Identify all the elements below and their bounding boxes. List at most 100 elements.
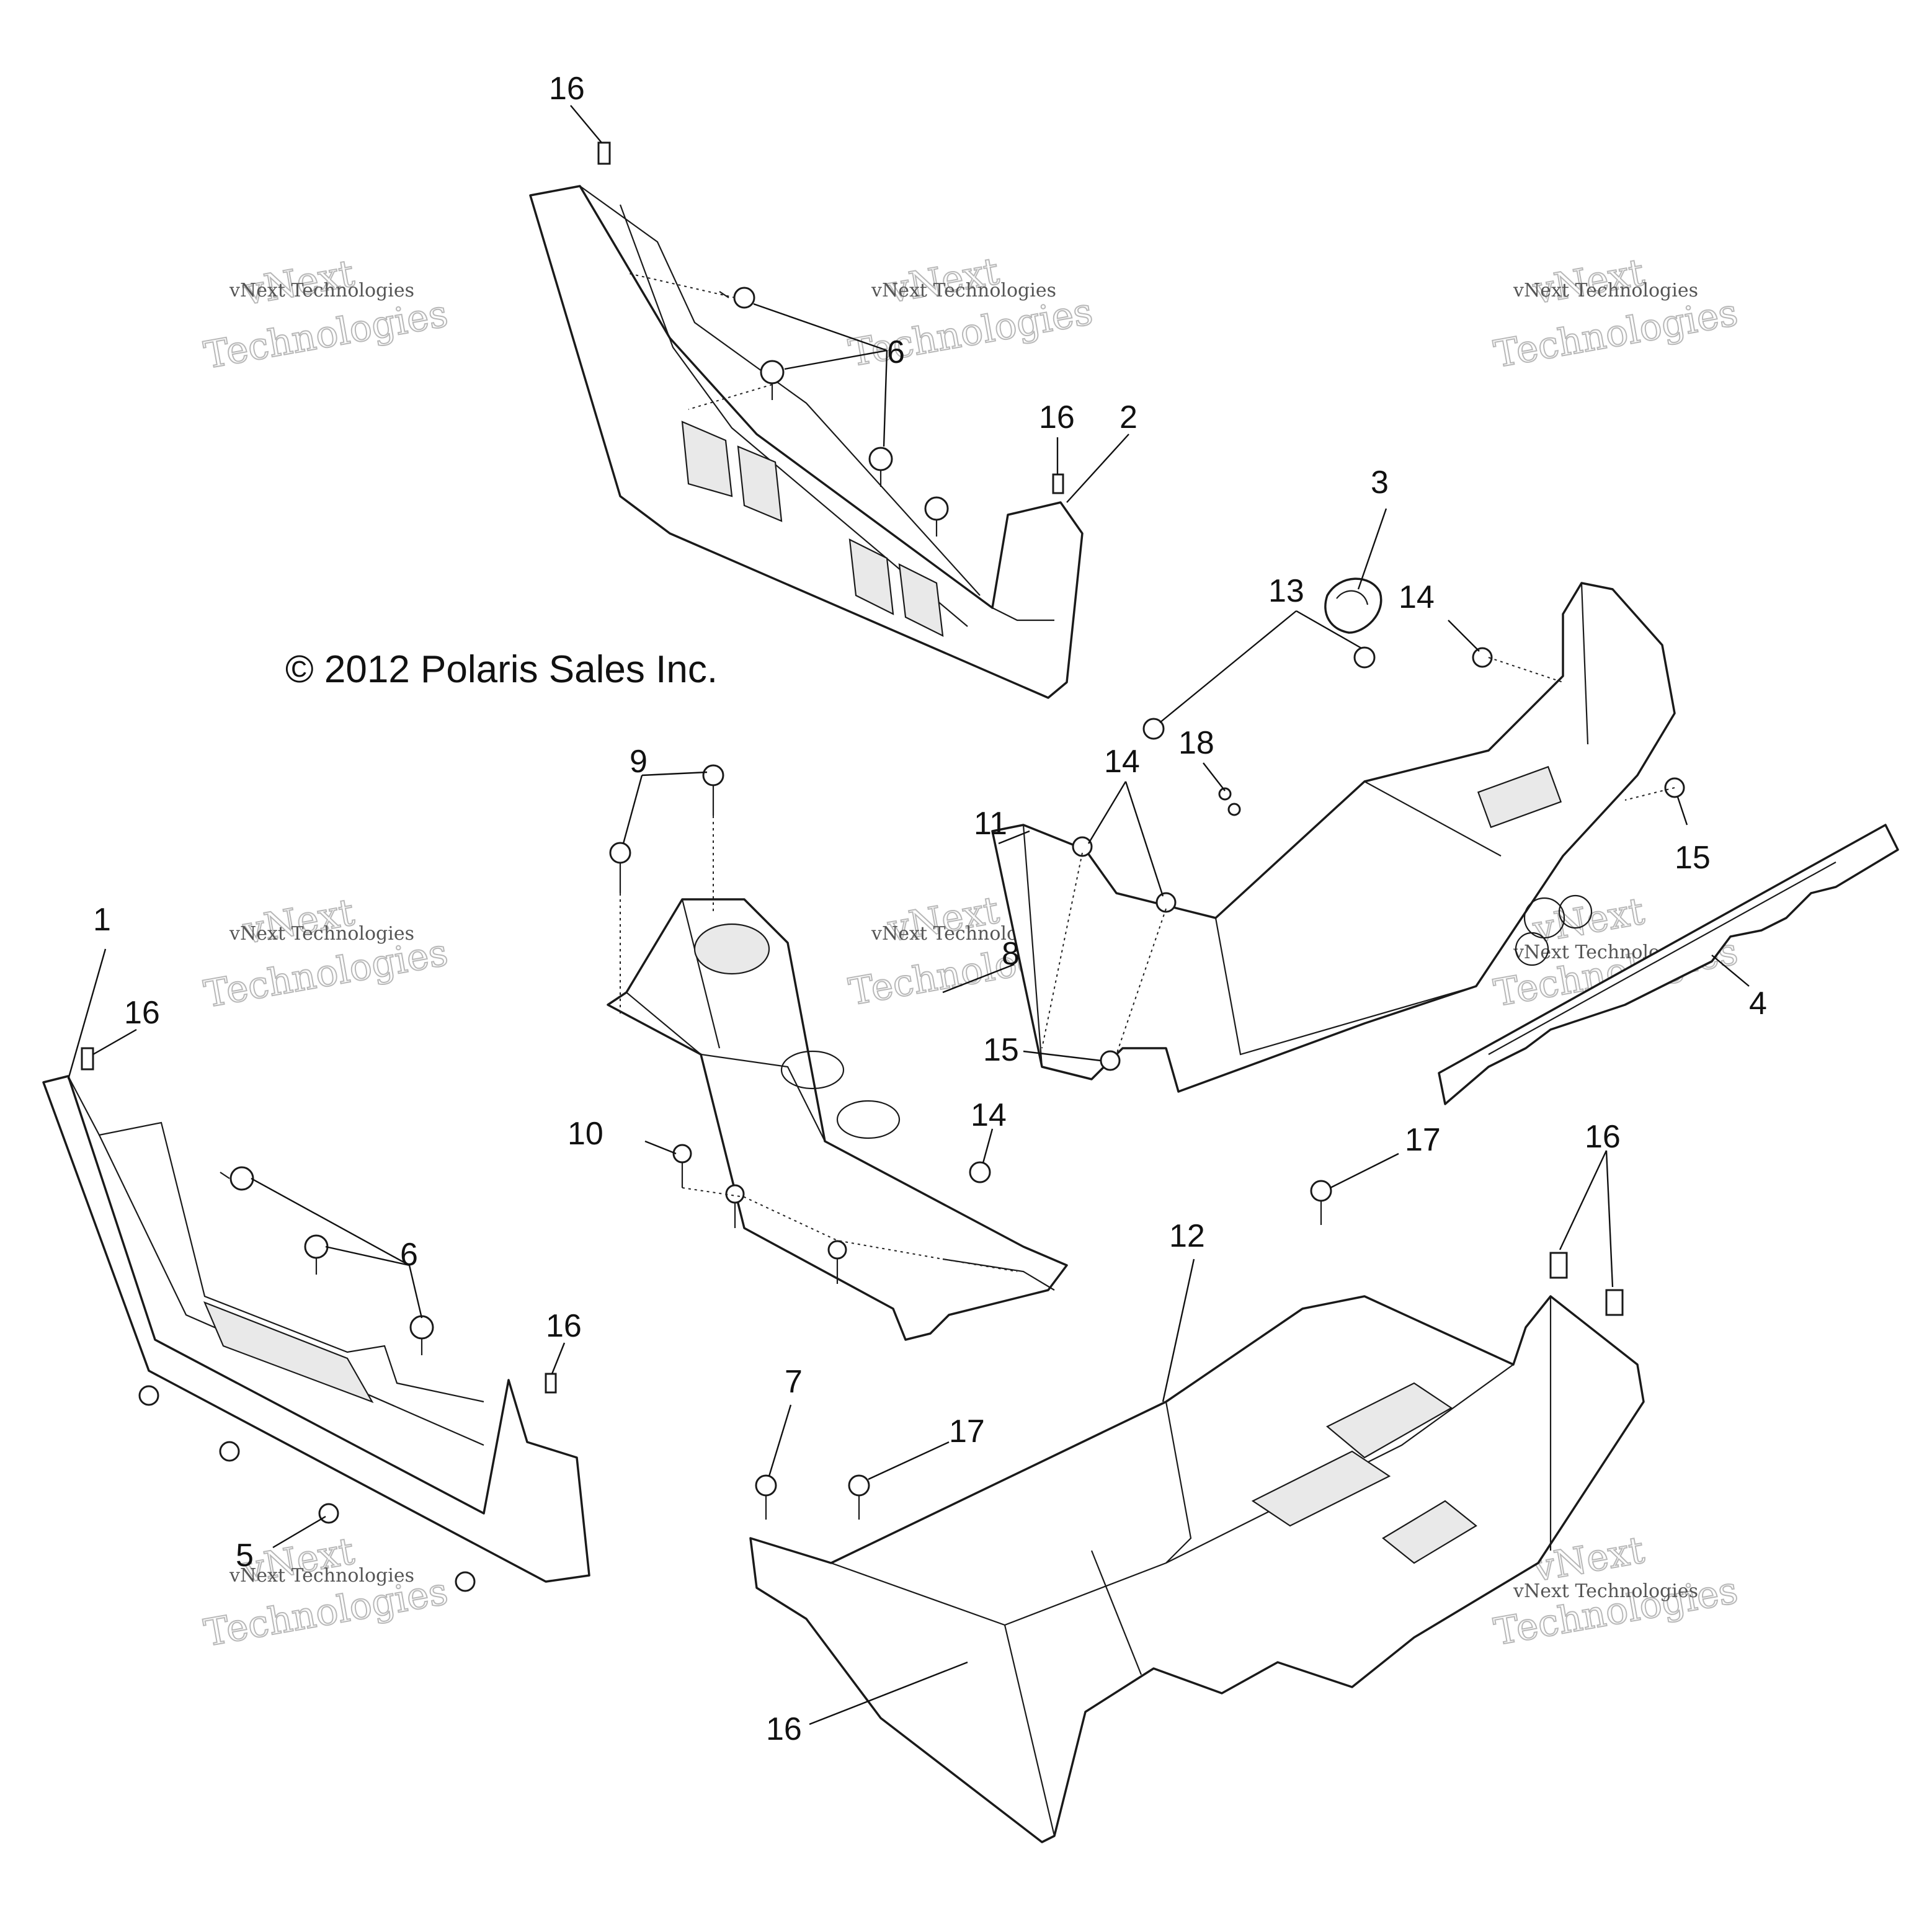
leader-line — [1087, 781, 1164, 897]
watermark-text: vNext Technologies — [1513, 1580, 1698, 1602]
leader-line — [1330, 1152, 1399, 1189]
callout-17: 17 — [1405, 1122, 1441, 1158]
svg-text:Technologies: Technologies — [201, 292, 451, 378]
fastener-15-screw — [1100, 1050, 1121, 1071]
watermark-text: vNext Technologies — [229, 1565, 414, 1587]
leader-line — [809, 1661, 968, 1726]
fastener-5-screw — [455, 1571, 476, 1592]
leader-line — [92, 1028, 137, 1056]
leader-line — [753, 303, 888, 447]
fastener-6-push-rivet — [868, 447, 893, 487]
leader-line — [1448, 620, 1480, 652]
watermark-top-center: Technologies vNext — [845, 249, 1097, 376]
callout-2: 2 — [1120, 399, 1137, 435]
leader-line — [1676, 796, 1688, 826]
callout-14: 14 — [1399, 579, 1435, 615]
fastener-9-screw — [609, 842, 631, 893]
fastener-9-screw — [702, 764, 724, 816]
svg-text:Technologies: Technologies — [846, 290, 1096, 375]
callout-1: 1 — [93, 902, 111, 938]
callout-10: 10 — [568, 1116, 603, 1152]
leader-line — [1711, 955, 1750, 987]
watermark-text: vNext Technologies — [1513, 280, 1698, 301]
fastener-push-rivet — [924, 496, 949, 537]
assembly-line — [1041, 852, 1167, 1055]
leader-line — [622, 771, 708, 844]
callout-5: 5 — [236, 1538, 254, 1574]
callout-7: 7 — [785, 1364, 803, 1400]
fastener-16-clip — [81, 1047, 94, 1071]
fastener-7-screw — [755, 1474, 777, 1520]
leader-line — [1559, 1150, 1614, 1288]
callout-17: 17 — [949, 1414, 985, 1450]
callout-16: 16 — [549, 71, 585, 107]
callout-8: 8 — [1002, 936, 1020, 972]
callout-11: 11 — [974, 806, 1007, 842]
leader-line — [272, 1515, 326, 1549]
leader-line — [998, 830, 1030, 845]
fastener-10-screw — [672, 1144, 692, 1188]
fastener-18-screw — [1218, 787, 1232, 801]
fastener-17-screw — [848, 1474, 870, 1520]
fastener-16-clip — [1549, 1252, 1568, 1279]
fastener-14-screw — [1472, 647, 1493, 668]
leader-line — [644, 1140, 677, 1155]
leader-line — [982, 1128, 994, 1164]
assembly-line — [1488, 657, 1675, 801]
watermark-text: vNext Technologies — [229, 923, 414, 945]
fastener-16-clip — [545, 1373, 557, 1394]
leader-line — [251, 1177, 423, 1319]
leader-line — [1162, 1258, 1195, 1402]
leader-line — [1066, 434, 1129, 503]
leader-line — [570, 105, 602, 143]
fastener-6-push-rivet — [719, 287, 755, 309]
fastener-13-push-rivet — [1142, 718, 1165, 740]
leader-line — [868, 1441, 950, 1481]
fastener-18-screw — [1227, 803, 1241, 816]
fastener-13-push-rivet — [1353, 646, 1376, 669]
callout-16: 16 — [1585, 1119, 1621, 1155]
callout-3: 3 — [1371, 465, 1389, 501]
callout-13: 13 — [1268, 573, 1304, 609]
watermark-top-left: Technologies vNext — [200, 251, 452, 378]
part-12-floor-pan — [749, 1295, 1645, 1843]
fastener-14-screw — [1155, 892, 1177, 913]
fastener-16-clip — [597, 141, 611, 165]
watermark-text: vNext Technologies — [229, 280, 414, 301]
watermark-text: vNext Technologies — [871, 280, 1056, 301]
callout-16: 16 — [1039, 399, 1075, 435]
leader-line — [551, 1342, 566, 1374]
leader-line — [1357, 508, 1387, 590]
callout-16: 16 — [546, 1308, 582, 1344]
leader-line — [768, 1404, 792, 1477]
fastener-14-screw — [969, 1161, 991, 1183]
callout-9: 9 — [630, 744, 648, 780]
fastener-5-screw — [138, 1385, 159, 1406]
callout-16: 16 — [766, 1711, 802, 1747]
part-3-clip — [1324, 577, 1382, 634]
part-11-seat-base-panel — [991, 582, 1676, 1093]
callout-6: 6 — [887, 334, 905, 370]
watermark-mid-left: Technologies vNext — [200, 890, 452, 1017]
fastener-16-clip — [1605, 1289, 1624, 1316]
fastener-6-push-rivet — [760, 360, 785, 400]
leader-line — [1159, 610, 1362, 723]
fastener-6-push-rivet — [304, 1234, 329, 1275]
callout-14: 14 — [971, 1097, 1007, 1133]
part-2-rocker-panel-right — [529, 185, 1084, 699]
fastener-16-clip — [1052, 473, 1064, 494]
callout-6: 6 — [400, 1237, 418, 1273]
fastener-6-push-rivet — [409, 1315, 434, 1355]
fastener-17-screw — [1310, 1180, 1332, 1225]
fastener-5-screw — [219, 1441, 240, 1462]
leader-line — [1023, 1050, 1102, 1062]
part-1-rocker-panel-left — [42, 1075, 590, 1583]
fastener-10-screw — [827, 1240, 847, 1284]
callout-16: 16 — [124, 995, 160, 1031]
callout-4: 4 — [1749, 986, 1767, 1022]
callout-12: 12 — [1169, 1218, 1205, 1254]
copyright-notice: © 2012 Polaris Sales Inc. — [285, 648, 718, 691]
callout-15: 15 — [983, 1032, 1019, 1068]
svg-text:Technologies: Technologies — [1491, 291, 1741, 376]
